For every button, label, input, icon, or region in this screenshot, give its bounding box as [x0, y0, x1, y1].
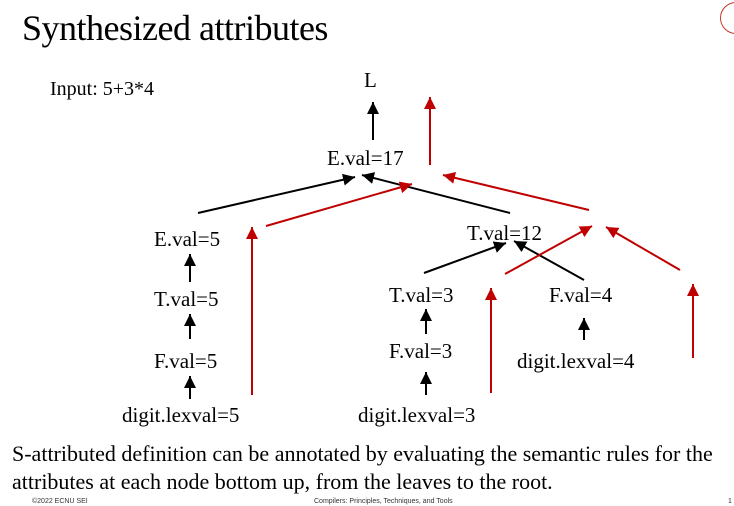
footer-page-number: 1	[728, 498, 732, 505]
node-digit-lexval-5: digit.lexval=5	[122, 403, 240, 427]
node-t-val-3: T.val=3	[389, 283, 454, 307]
eval-arrow-7	[442, 171, 590, 211]
node-e-val-17: E.val=17	[327, 146, 404, 170]
node-t-val-12: T.val=12	[467, 221, 543, 245]
node-f-val-4: F.val=4	[549, 283, 613, 307]
caption-text: S-attributed definition can be annotated…	[12, 441, 713, 494]
tree-edges	[184, 102, 590, 399]
eval-arrow-2	[265, 181, 413, 227]
input-expression: Input: 5+3*4	[50, 78, 155, 100]
eval-arrow-4	[504, 225, 593, 275]
edge-e5-to-e17	[197, 173, 356, 214]
edge-f4-to-t12	[513, 240, 585, 281]
node-f-val-3: F.val=3	[389, 339, 453, 363]
edge-t12-to-e17	[361, 172, 511, 214]
node-root-l: L	[364, 68, 377, 92]
node-f-val-5: F.val=5	[154, 349, 218, 373]
slide-title: Synthesized attributes	[22, 8, 328, 48]
footer-copyright: ©2022 ECNU SEI	[32, 498, 88, 505]
edge-t3-to-t12	[423, 241, 507, 274]
footer-course-title: Compilers: Principles, Techniques, and T…	[314, 498, 453, 505]
node-digit-lexval-3: digit.lexval=3	[358, 403, 476, 427]
node-t-val-5: T.val=5	[154, 287, 219, 311]
eval-arrow-6	[605, 226, 681, 271]
node-e-val-5: E.val=5	[154, 227, 221, 251]
node-digit-lexval-4: digit.lexval=4	[517, 349, 635, 373]
evaluation-order-arrows	[246, 97, 699, 395]
